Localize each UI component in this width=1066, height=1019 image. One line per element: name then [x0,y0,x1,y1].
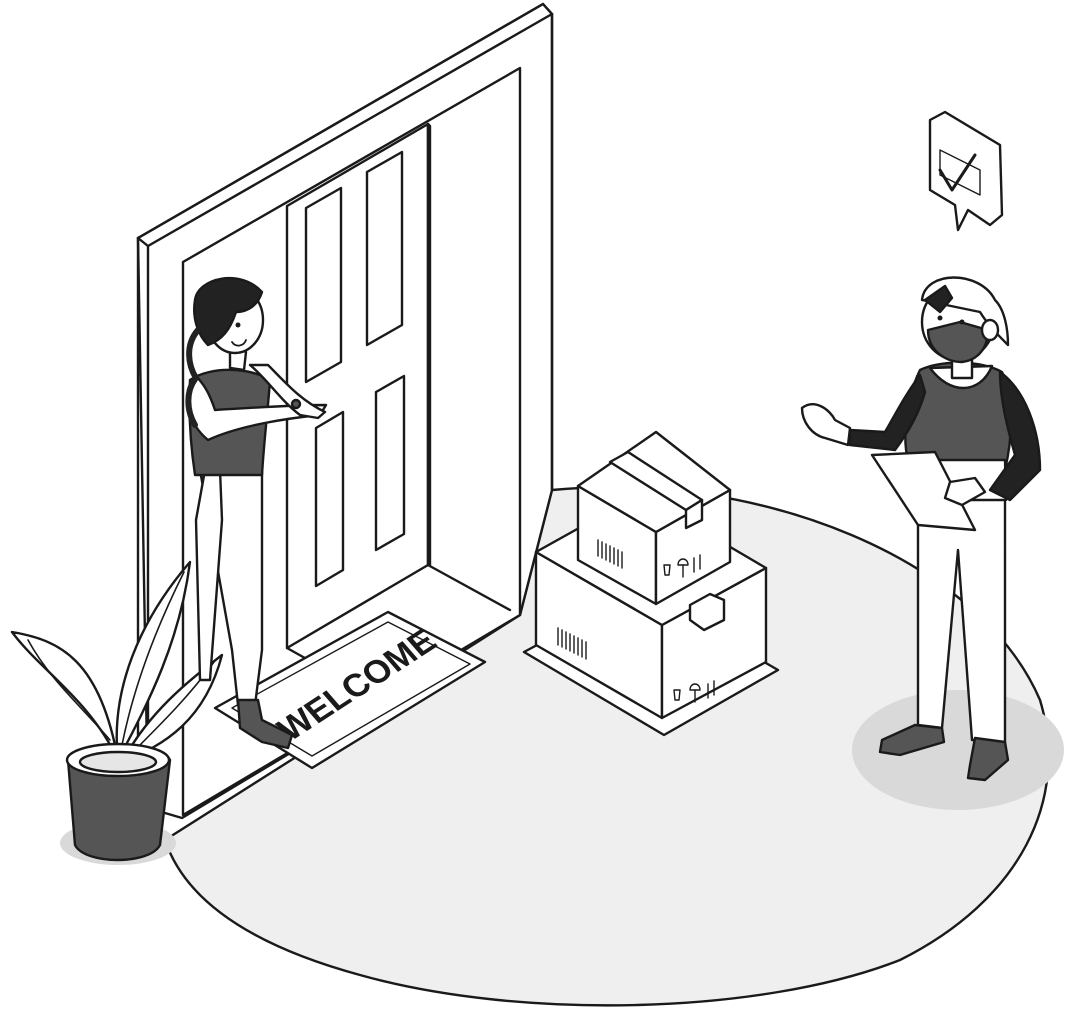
speech-bubble [928,110,1004,232]
door [285,122,512,702]
floor [163,486,1050,1007]
woman-figure [185,276,328,750]
barcode-icon [557,627,587,660]
potted-plant [10,560,224,865]
boxes-stack [522,430,780,737]
fragile-umbrella-up-icons [663,554,701,578]
fragile-umbrella-up-icons [673,680,715,703]
courier-figure [800,276,1064,810]
barcode-icon [597,539,623,569]
